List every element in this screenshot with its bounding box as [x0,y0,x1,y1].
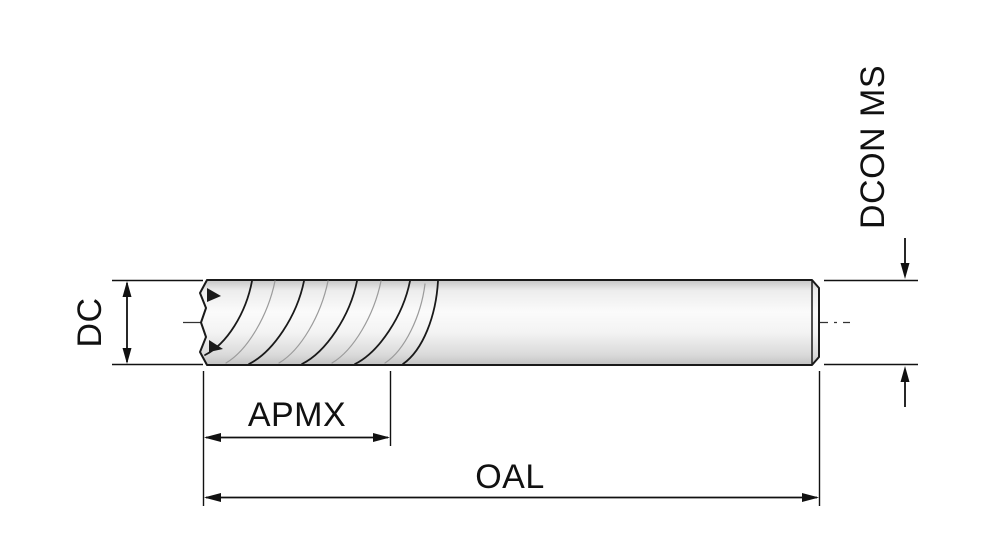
dc-dimension: DC [71,279,203,366]
apmx-label: APMX [248,396,346,434]
dc-label: DC [71,297,109,347]
dcon-arrow-down [900,263,910,279]
flute-lines [204,280,439,365]
end-mill-drawing [199,279,820,366]
cutting-edge-gashes [207,288,223,352]
apmx-arrow-left [204,433,221,442]
apmx-dimension: APMX [202,371,392,506]
dc-arrow-down [122,348,132,364]
dcon-label: DCON MS [854,65,892,229]
oal-arrow-right [802,493,819,502]
oal-arrow-left [204,493,221,502]
dc-arrow-up [122,281,132,297]
dcon-arrow-up [900,366,910,382]
oal-dimension: OAL [204,371,821,506]
tool-body [199,279,820,366]
dcon-dimension: DCON MS [824,65,918,407]
apmx-arrow-right [373,433,390,442]
oal-label: OAL [475,458,545,496]
